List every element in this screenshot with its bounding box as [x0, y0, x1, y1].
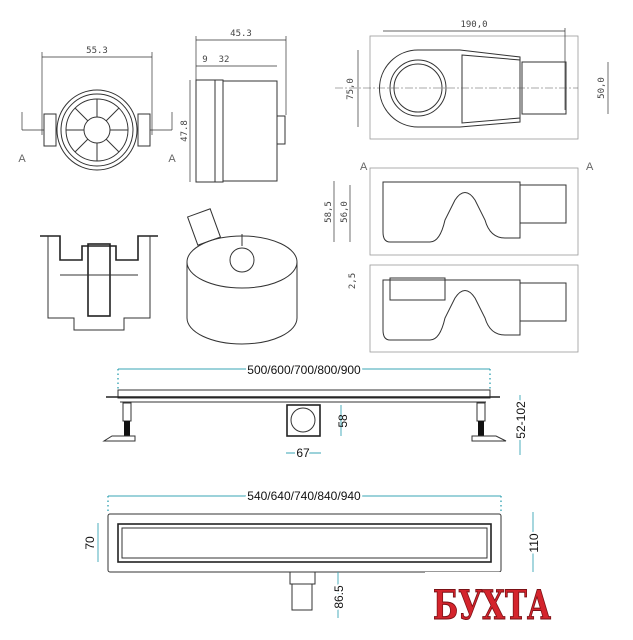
dim-frame-length: 540/640/740/840/940: [247, 489, 361, 503]
section-label: A: [586, 161, 594, 173]
dim-siphon-length: 190,0: [460, 20, 487, 30]
dim-channel-width: 70: [83, 536, 97, 550]
dim-leg-height-range: 52-102: [514, 401, 528, 439]
dim-outlet-depth: 86.5: [332, 585, 346, 609]
dim-trap-side-a: 9: [202, 55, 207, 65]
dim-outlet-height: 58: [336, 414, 350, 428]
trap-side-view: 45.3 9 32 47.8: [180, 29, 287, 183]
dim-channel-length: 500/600/700/800/900: [247, 363, 361, 377]
section-label: A: [168, 153, 176, 165]
trap-3d-render: [186, 208, 298, 345]
dim-siphon-height-body: 56,0: [340, 201, 350, 223]
dim-trap-side-height: 47.8: [180, 120, 190, 142]
section-label: A: [18, 153, 26, 165]
section-label: A: [360, 161, 368, 173]
trap-front-view: 55.3 A A: [18, 46, 176, 171]
dim-trap-side-b: 32: [219, 55, 230, 65]
dim-outlet-width: 67: [296, 446, 310, 460]
channel-top-view: 540/640/740/840/940 70 110 86.5: [81, 487, 543, 618]
dim-trap-side-total: 45.3: [230, 29, 252, 39]
dim-trap-front-width: 55.3: [86, 46, 108, 56]
dim-siphon-outlet: 50,0: [597, 77, 607, 99]
dim-frame-width: 110: [527, 533, 541, 552]
dim-siphon-lip: 2,5: [348, 273, 358, 289]
dim-siphon-width: 75,0: [346, 78, 356, 100]
siphon-top-view: 190,0 75,0 50,0 A A: [335, 20, 609, 173]
siphon-section-1: 58,5 56,0: [324, 167, 579, 256]
trap-cross-section: [40, 235, 158, 331]
buhta-logo: БУХТА: [433, 582, 551, 629]
siphon-section-2: 2,5: [348, 264, 579, 353]
dim-siphon-height-total: 58,5: [324, 201, 334, 223]
channel-side-view: 500/600/700/800/900 58 67 52-102: [102, 361, 530, 462]
